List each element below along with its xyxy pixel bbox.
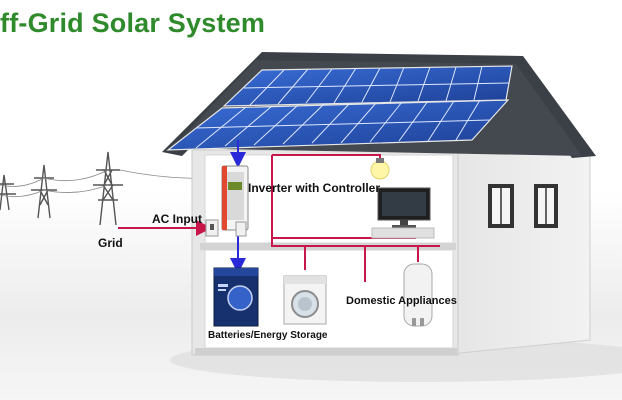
solar-panel-array bbox=[166, 65, 513, 151]
wall-outlet-icon bbox=[235, 221, 247, 237]
tv-icon bbox=[371, 187, 435, 239]
wire-main bbox=[271, 155, 440, 247]
pylon-icon bbox=[0, 174, 16, 211]
ceiling-lamp-icon bbox=[370, 158, 390, 180]
ac-input-label: AC Input bbox=[152, 212, 202, 226]
house-side-wall bbox=[439, 149, 591, 356]
diagram-title: ff-Grid Solar System bbox=[0, 8, 266, 38]
water-heater-icon bbox=[403, 263, 433, 327]
battery-icon bbox=[213, 267, 259, 327]
power-pylons bbox=[0, 151, 216, 226]
ac-input-box-icon bbox=[205, 219, 219, 237]
side-window bbox=[488, 184, 514, 228]
washing-machine-icon bbox=[283, 275, 327, 325]
inverter-label: Inverter with Controller bbox=[248, 181, 381, 195]
batteries-label: Batteries/Energy Storage bbox=[208, 330, 328, 341]
side-window bbox=[534, 184, 558, 228]
solar-panel-row-lower bbox=[166, 99, 510, 151]
base-slab bbox=[195, 348, 457, 355]
grid-label: Grid bbox=[98, 236, 123, 250]
inverter-icon bbox=[221, 165, 249, 231]
domestic-appliances-label: Domestic Appliances bbox=[346, 295, 457, 307]
